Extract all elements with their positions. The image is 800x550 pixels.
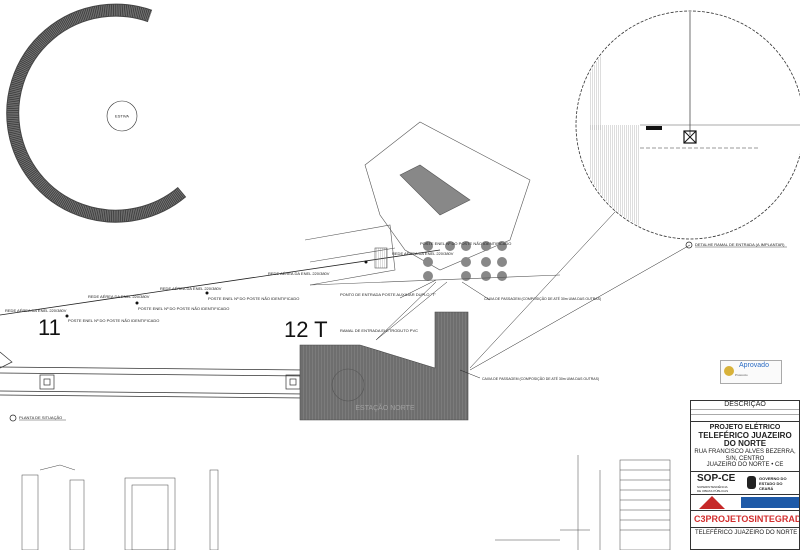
approval-stamp: Aprovado Protocolo xyxy=(720,360,782,384)
svg-text:POSTE ENEL Nº DO POSTE NÃO IDE: POSTE ENEL Nº DO POSTE NÃO IDENTIFICADO xyxy=(420,241,511,246)
tower-12-label: 12 T xyxy=(284,317,328,342)
sop-ce-logo: SOP-CE xyxy=(697,473,736,485)
government-crest-icon xyxy=(747,476,756,490)
circle-label: ESTIVA xyxy=(115,114,129,119)
enel-network-line: REDE AÉREA DA ENEL 220/380V REDE AÉREA D… xyxy=(0,249,441,323)
svg-text:PONTO DE ENTRADA POSTE AUXILIA: PONTO DE ENTRADA POSTE AUXILIAR DUPLO "T… xyxy=(340,292,436,297)
revision-header: DESCRIÇÃO xyxy=(691,401,799,409)
cableway-lines xyxy=(0,351,306,399)
svg-text:RAMAL DE ENTRADA ELETRODUTO PV: RAMAL DE ENTRADA ELETRODUTO PVC xyxy=(340,328,418,333)
svg-text:POSTE ENEL Nº DO POSTE NÃO IDE: POSTE ENEL Nº DO POSTE NÃO IDENTIFICADO xyxy=(208,296,299,301)
svg-text:CAIXA DE PASSAGEM (COMPOSIÇÃO: CAIXA DE PASSAGEM (COMPOSIÇÃO DE ATÉ 30m… xyxy=(482,376,599,381)
north-station: ESTAÇÃO NORTE xyxy=(299,311,469,421)
svg-text:REDE AÉREA DA ENEL 220/380V: REDE AÉREA DA ENEL 220/380V xyxy=(88,294,150,299)
svg-text:POSTE ENEL Nº DO POSTE NÃO IDE: POSTE ENEL Nº DO POSTE NÃO IDENTIFICADO xyxy=(68,318,159,323)
construction-details xyxy=(21,455,671,550)
svg-text:REDE AÉREA DA ENEL 220/380V: REDE AÉREA DA ENEL 220/380V xyxy=(268,271,330,276)
detail-circle xyxy=(575,10,800,240)
revision-table: DESCRIÇÃO xyxy=(691,401,799,422)
seal-icon xyxy=(724,366,734,376)
title-footer: TELEFÉRICO JUAZEIRO DO NORTE xyxy=(695,530,798,537)
project-address: RUA FRANCISCO ALVES BEZERRA, S/N, CENTRO xyxy=(694,449,796,462)
title-block: DESCRIÇÃO PROJETO ELÉTRICO TELEFÉRICO JU… xyxy=(690,400,800,550)
station-label: ESTAÇÃO NORTE xyxy=(355,403,415,412)
c3-logo: C3PROJETOSINTEGRADOS xyxy=(691,511,799,529)
detail-title: DETALHE RAMAL DE ENTRADA (A IMPLANTAR) xyxy=(695,242,785,247)
svg-text:POSTE ENEL Nº DO POSTE NÃO IDE: POSTE ENEL Nº DO POSTE NÃO IDENTIFICADO xyxy=(138,306,229,311)
site-plan-title: PLANTA DE SITUAÇÃO xyxy=(19,415,62,420)
svg-text:CAIXA DE PASSAGEM (COMPOSIÇÃO: CAIXA DE PASSAGEM (COMPOSIÇÃO DE ATÉ 30m… xyxy=(484,296,601,301)
svg-text:REDE AÉREA DA ENEL 220/380V: REDE AÉREA DA ENEL 220/380V xyxy=(5,308,67,313)
project-city: JUAZEIRO DO NORTE • CE xyxy=(706,462,784,469)
ring-plan: ESTIVA xyxy=(6,3,187,223)
stamp-sub: Protocolo xyxy=(735,373,748,377)
blue-company-logo xyxy=(741,497,799,509)
callouts xyxy=(375,184,691,379)
government-logo: GOVERNO DO ESTADO DO CEARÁ xyxy=(759,476,787,492)
red-mountain-logo xyxy=(699,496,725,510)
tower-11-label: 11 xyxy=(38,315,61,340)
svg-text:REDE AÉREA DA ENEL 220/380V: REDE AÉREA DA ENEL 220/380V xyxy=(392,251,454,256)
parking-plaza xyxy=(304,121,561,286)
project-name: TELEFÉRICO JUAZEIRO DO NORTE xyxy=(698,430,792,449)
stamp-label: Aprovado xyxy=(739,362,769,369)
svg-text:REDE AÉREA DA ENEL 220/380V: REDE AÉREA DA ENEL 220/380V xyxy=(160,286,222,291)
center-circle xyxy=(106,100,138,132)
project-type: PROJETO ELÉTRICO xyxy=(709,424,781,431)
